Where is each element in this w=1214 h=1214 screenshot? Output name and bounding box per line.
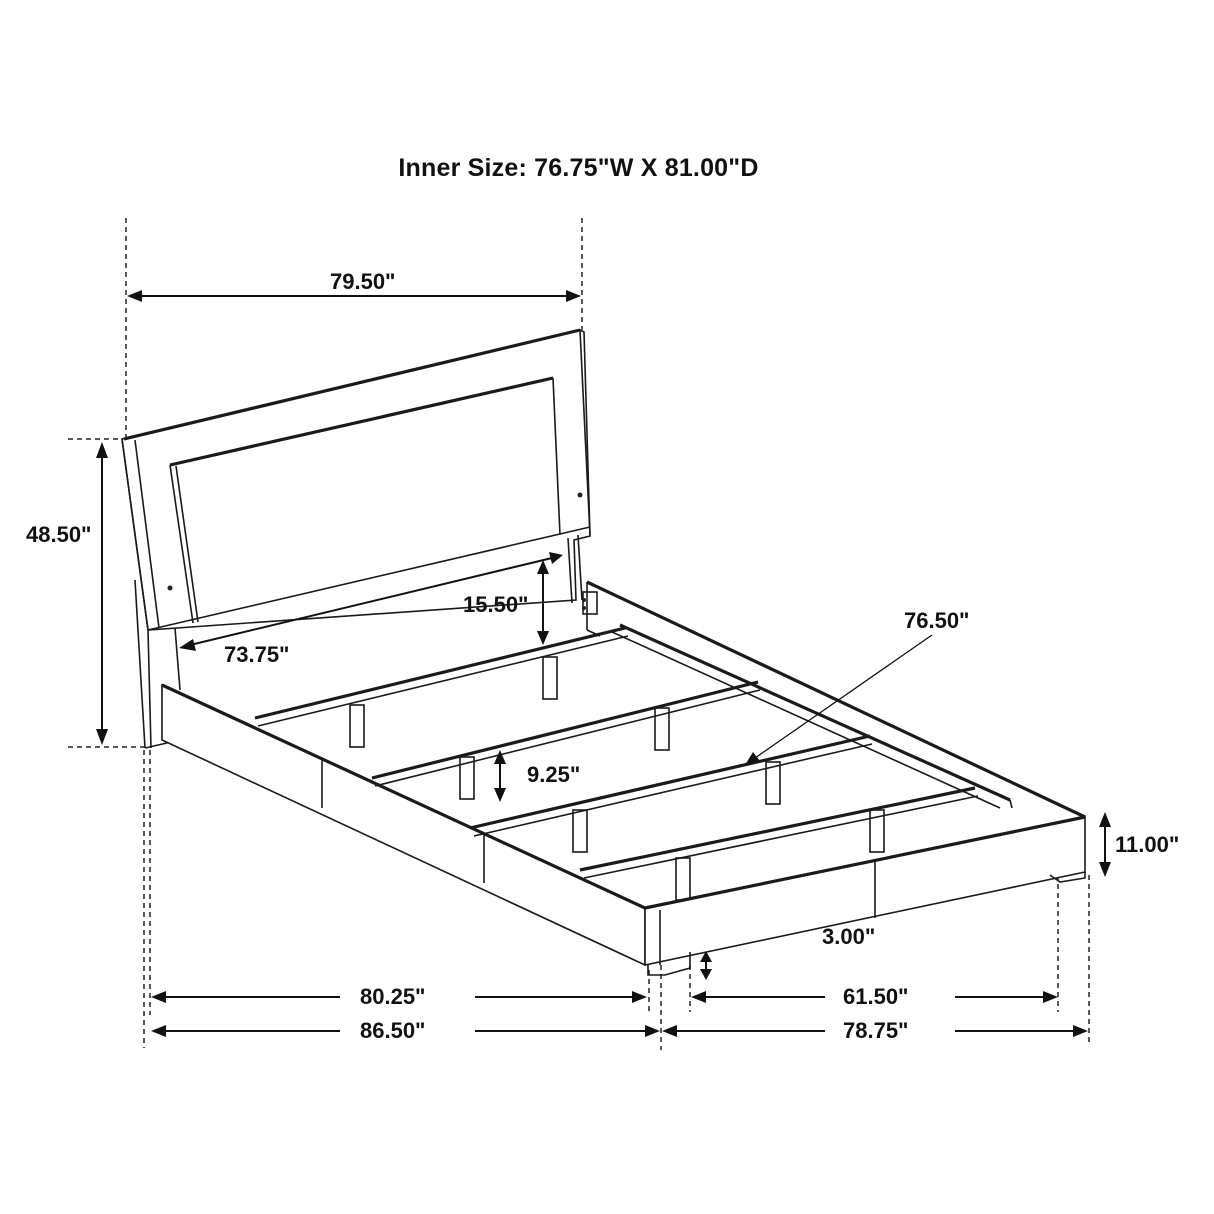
extension-lines — [68, 218, 1090, 1050]
leg-height-label: 3.00" — [822, 924, 876, 949]
headboard-height-label: 48.50" — [26, 522, 92, 547]
far-side-rail — [586, 580, 1086, 819]
slat-length-label: 76.50" — [904, 608, 970, 633]
overall-width-label: 78.75" — [843, 1018, 909, 1043]
dimension-arrows — [96, 290, 1111, 1037]
slats — [254, 626, 979, 879]
foot-rail — [644, 815, 1086, 976]
headboard — [121, 328, 591, 749]
rail-bracket — [582, 591, 598, 615]
slat-height-label: 9.25" — [527, 762, 581, 787]
center-rail — [611, 623, 1013, 809]
inner-width-label: 61.50" — [843, 984, 909, 1009]
rail-height-label: 11.00" — [1115, 832, 1180, 857]
side-rail-length-label: 80.25" — [360, 984, 426, 1009]
headboard-clearance-label: 15.50" — [463, 592, 529, 617]
headboard-inner-width-label: 73.75" — [224, 642, 290, 667]
overall-length-label: 86.50" — [360, 1018, 426, 1043]
inner-size-title: Inner Size: 76.75"W X 81.00"D — [398, 154, 759, 182]
headboard-width-label: 79.50" — [330, 269, 396, 294]
support-legs — [349, 656, 885, 901]
